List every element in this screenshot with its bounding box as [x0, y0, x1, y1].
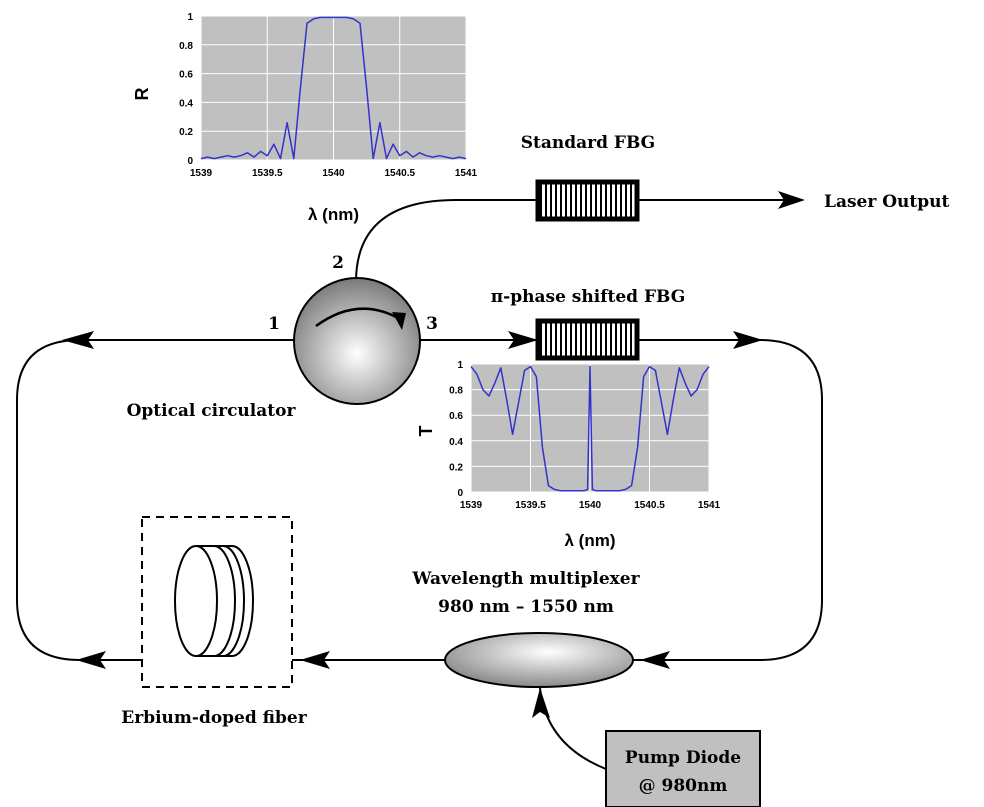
y-tick-label: 1 [457, 360, 463, 371]
pump-arrow [532, 688, 550, 718]
pump-diode-label: Pump Diode [625, 748, 741, 768]
y-tick-label: 0.4 [449, 437, 463, 448]
fiber-coil-icon [174, 545, 254, 657]
port-3-label: 3 [426, 314, 438, 334]
loop-arrow-wdm-in [640, 651, 670, 669]
circulator-label: Optical circulator [127, 401, 297, 421]
port-2-label: 2 [332, 253, 344, 273]
y-tick-label: 0.4 [179, 98, 193, 109]
standard-fbg-label: Standard FBG [521, 133, 655, 153]
x-tick-label: 1539 [460, 500, 483, 511]
loop-arrow-left [62, 331, 94, 349]
pi-fbg-label: π-phase shifted FBG [491, 287, 686, 307]
y-tick-label: 0.8 [449, 386, 463, 397]
circulator-arrow [315, 307, 399, 328]
laser-output-label: Laser Output [824, 192, 949, 212]
reflection-spectrum-chart: 1539 1539.5 1540 1540.5 1541 0 0.2 0.4 0.6 0.8 1 λ … [132, 12, 478, 224]
x-tick-label: 1539.5 [515, 500, 546, 511]
pump-diode [605, 730, 761, 807]
optical-circulator [293, 277, 421, 405]
loop-arrow-port3 [508, 331, 538, 349]
port-1-label: 1 [268, 314, 280, 334]
spectrum-line [470, 365, 710, 492]
wdm-range-label: 980 nm – 1550 nm [438, 597, 614, 617]
edf-enclosure [141, 516, 293, 688]
pi-phase-shifted-fbg [535, 318, 640, 361]
spectrum-line [200, 16, 467, 160]
y-axis-label: R [132, 88, 152, 101]
y-axis-label: T [416, 426, 436, 437]
loop-arrow-right [733, 331, 763, 349]
wavelength-multiplexer [444, 632, 634, 688]
x-tick-label: 1539.5 [252, 168, 283, 179]
output-fiber [355, 199, 800, 283]
x-tick-label: 1540 [322, 168, 345, 179]
x-tick-label: 1541 [698, 500, 721, 511]
y-tick-label: 1 [187, 12, 193, 23]
circulator-arrowhead [392, 312, 406, 330]
pump-fiber [539, 687, 607, 770]
y-tick-label: 0.6 [179, 70, 193, 81]
x-tick-label: 1540 [579, 500, 602, 511]
pump-wavelength-label: @ 980nm [639, 776, 728, 796]
y-tick-label: 0.6 [449, 411, 463, 422]
standard-fbg [535, 179, 640, 222]
fiber-loop [16, 339, 823, 661]
laser-output-arrow [778, 191, 805, 209]
loop-arrow-bottom-left [76, 651, 106, 669]
x-axis-label: λ (nm) [308, 205, 359, 224]
transmission-spectrum-chart: 1539 1539.5 1540 1540.5 1541 0 0.2 0.4 0.6 0.8 1 λ … [416, 360, 721, 550]
x-tick-label: 1540.5 [634, 500, 665, 511]
x-tick-label: 1541 [455, 168, 478, 179]
x-axis-label: λ (nm) [565, 531, 616, 550]
x-tick-label: 1540.5 [384, 168, 415, 179]
edf-label: Erbium-doped fiber [121, 708, 307, 728]
y-tick-label: 0 [457, 488, 463, 499]
loop-arrow-wdm-out [300, 651, 330, 669]
y-tick-label: 0.8 [179, 41, 193, 52]
y-tick-label: 0 [187, 156, 193, 167]
x-tick-label: 1539 [190, 168, 213, 179]
y-tick-label: 0.2 [179, 127, 193, 138]
wdm-label: Wavelength multiplexer [411, 569, 640, 589]
y-tick-label: 0.2 [449, 462, 463, 473]
